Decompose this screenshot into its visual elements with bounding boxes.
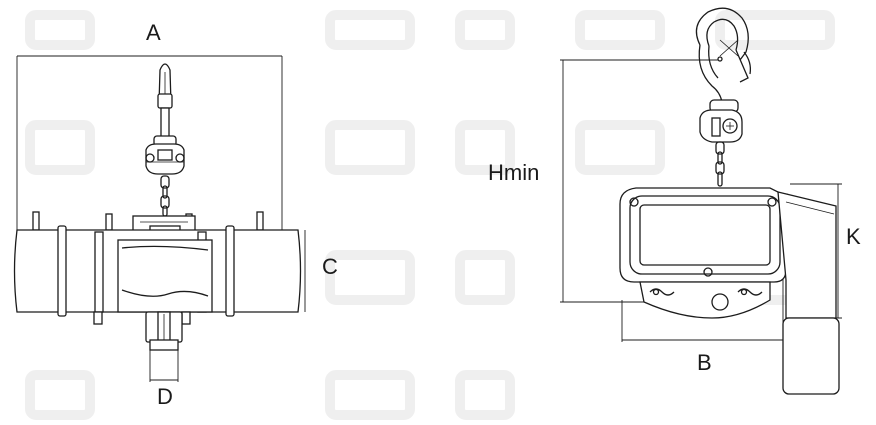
label-k: K (846, 224, 861, 249)
label-c: C (322, 254, 338, 279)
watermark-pattern (25, 10, 835, 420)
front-view (13, 55, 306, 382)
front-gear-cover (117, 239, 213, 313)
side-view (560, 7, 842, 395)
front-swivel-block (145, 135, 185, 175)
side-top-hook (695, 7, 752, 103)
side-hanger-plate (639, 281, 771, 319)
label-d: D (157, 384, 173, 409)
side-chain (715, 141, 725, 187)
side-pendant (777, 191, 840, 395)
front-chain (160, 175, 170, 217)
label-b: B (697, 350, 712, 375)
front-top-hook (157, 63, 173, 139)
label-hmin: Hmin (488, 160, 540, 185)
label-a: A (146, 20, 161, 45)
front-bottom-hook (145, 311, 183, 351)
side-housing (619, 187, 787, 283)
side-swivel-block (699, 99, 743, 143)
